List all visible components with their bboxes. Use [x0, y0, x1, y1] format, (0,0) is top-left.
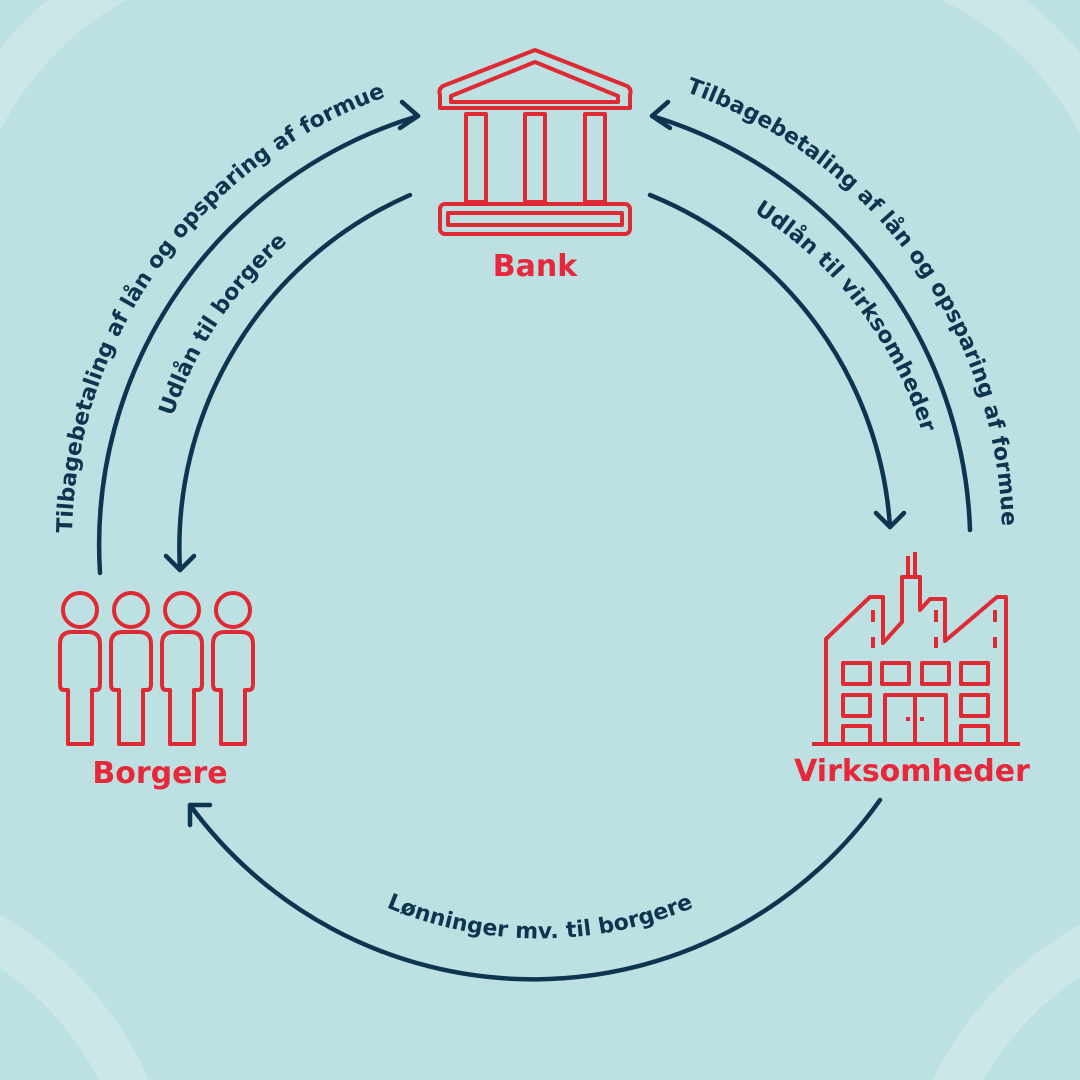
arrow-companies-to-citizens: [187, 797, 883, 982]
arrow-bank-to-companies: [647, 192, 907, 530]
arrow-citizens-to-bank: [96, 99, 421, 576]
node-label-citizens: Borgere: [92, 756, 227, 791]
node-label-companies: Virksomheder: [794, 754, 1030, 789]
arrow-bank-to-citizens: [163, 192, 413, 573]
flow-label-bank-to-citizens: Udlån til borgere: [155, 228, 292, 418]
flow-label-companies-to-citizens: Lønninger mv. til borgere: [384, 890, 696, 945]
node-label-bank: Bank: [493, 249, 578, 284]
factory-icon: [812, 552, 1020, 746]
people-icon: [58, 591, 255, 746]
arrow-companies-to-bank: [649, 99, 973, 533]
bank-icon: [437, 48, 633, 236]
